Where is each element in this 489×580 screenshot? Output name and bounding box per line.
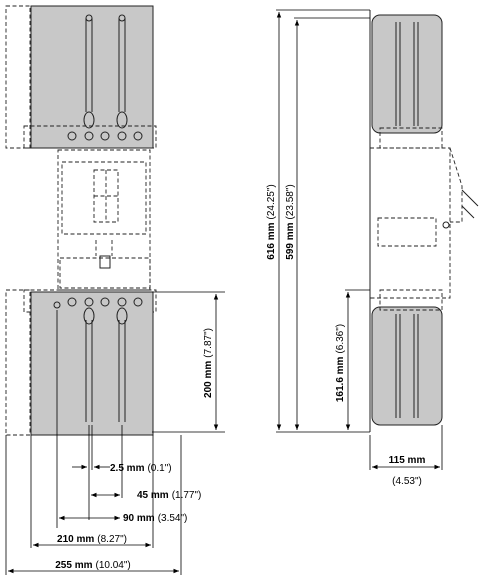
side-switch-body <box>369 127 479 311</box>
dimension-lines <box>5 9 443 575</box>
side-bottom-plate <box>371 306 443 426</box>
dim-255-label: 255 mm(10.04") <box>55 560 130 571</box>
top-slot-left <box>85 18 93 112</box>
side-view <box>369 10 479 432</box>
top-terminal-strip <box>23 125 157 149</box>
dim-90-label: 90 mm(3.54") <box>123 513 187 524</box>
top-slot-right-end <box>116 111 128 129</box>
bottom-terminal-strip <box>23 289 157 313</box>
bottom-slot-right-end <box>116 307 128 325</box>
top-slot-right <box>118 18 126 112</box>
bottom-slot-right <box>118 320 126 422</box>
side-screw <box>442 221 450 229</box>
dim-45-label: 45 mm(1.77") <box>137 490 201 501</box>
bottom-slot-left <box>85 320 93 422</box>
front-left-outline-bottom <box>5 289 31 436</box>
front-left-outline-top <box>5 5 31 149</box>
switch-body <box>57 149 151 291</box>
dimension-labels: 616 mm(24.25") 599 mm(23.58") 161.6 mm(6… <box>55 184 425 571</box>
bottom-terminal-screws <box>53 297 143 309</box>
dim-115-metric: 115 mm <box>389 455 426 466</box>
dim-210-label: 210 mm(8.27") <box>57 534 127 545</box>
side-bottom-slots <box>395 314 419 418</box>
dim-115-imperial: (4.53") <box>392 476 422 487</box>
bottom-slot-left-end <box>83 307 95 325</box>
dim-599-label: 599 mm(23.58") <box>285 184 296 259</box>
top-slot-left-top <box>85 14 93 22</box>
dim-616-label: 616 mm(24.25") <box>266 184 277 259</box>
side-handle <box>461 189 479 219</box>
top-slot-right-top <box>118 14 126 22</box>
side-top-plate <box>371 14 443 134</box>
dim-2-5-label: 2.5 mm(0.1") <box>110 463 172 474</box>
dim-200-label: 200 mm(7.87") <box>203 328 214 398</box>
top-terminal-screws <box>67 131 143 141</box>
side-top-slots <box>395 22 419 126</box>
top-slot-left-end <box>83 111 95 129</box>
front-view <box>5 5 157 436</box>
dim-161-label: 161.6 mm(6.36") <box>335 324 346 402</box>
